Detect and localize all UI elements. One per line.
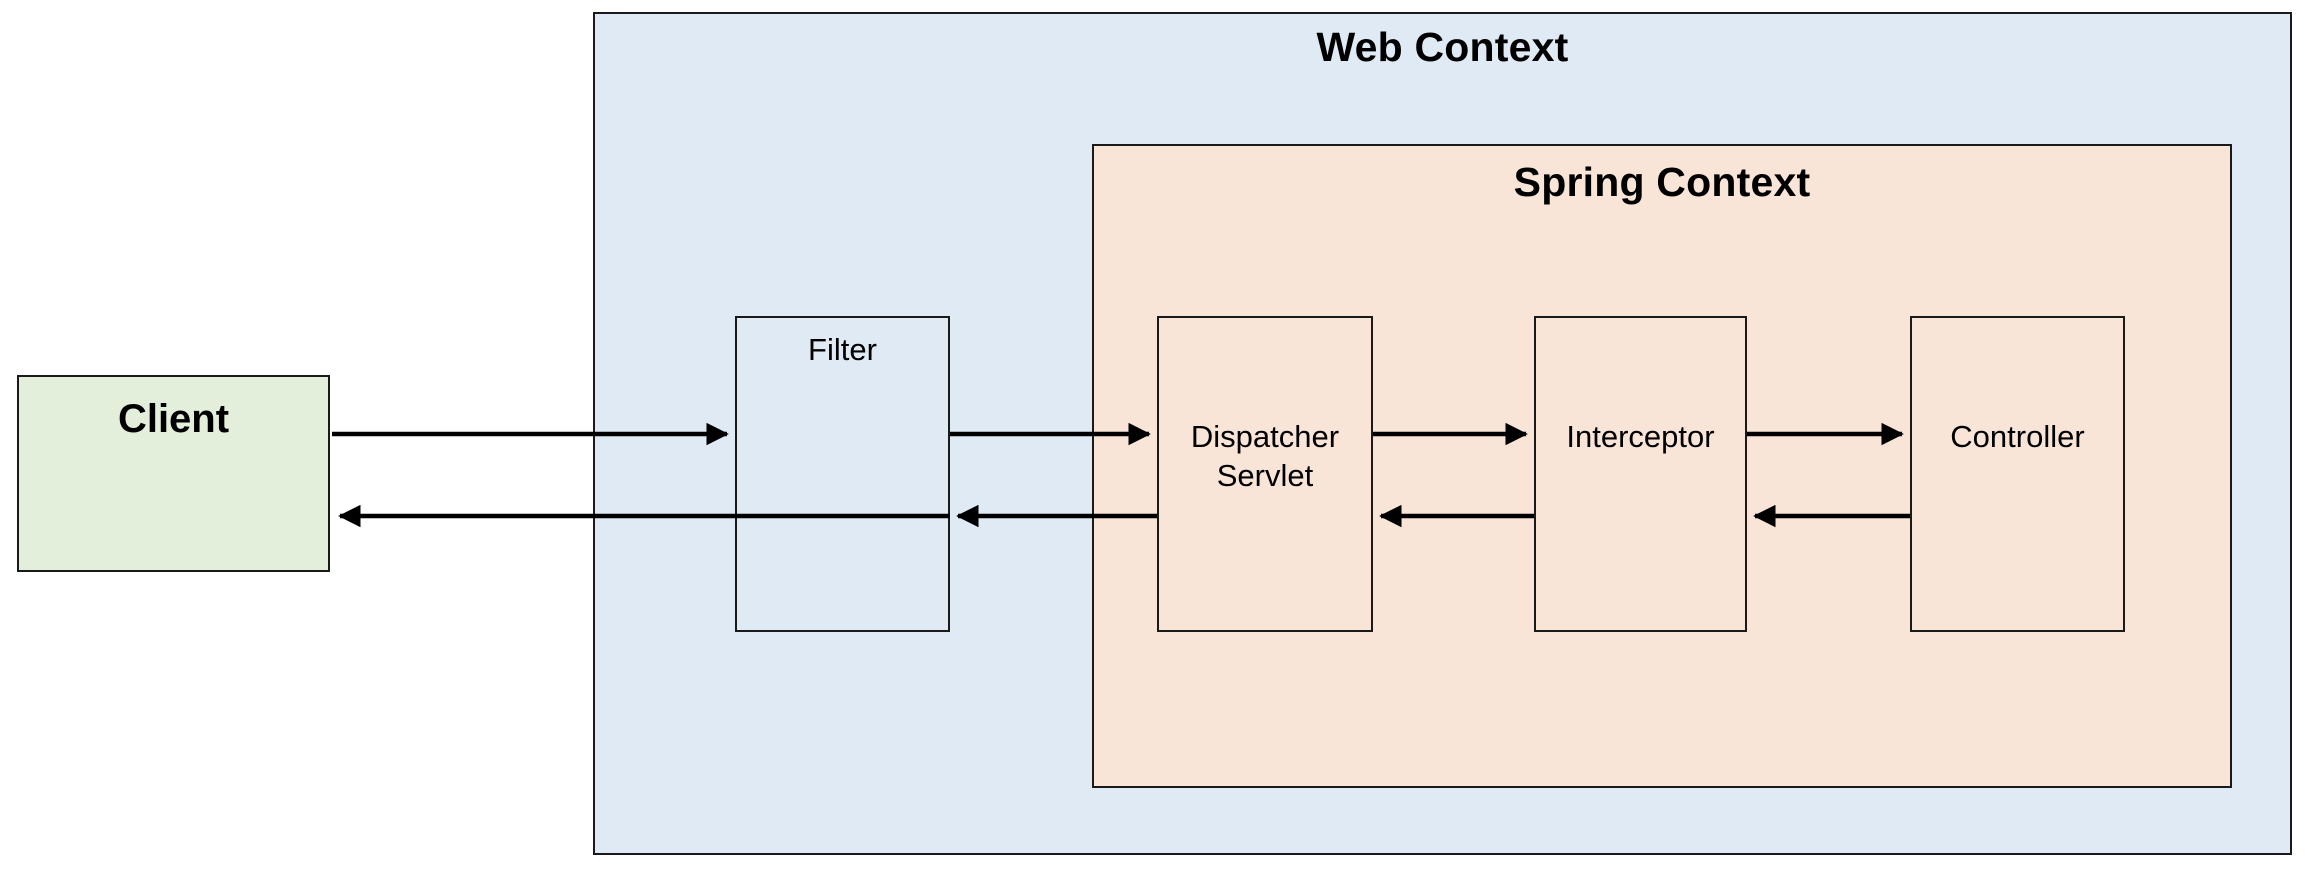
node-interceptor-label: Interceptor [1566,419,1715,454]
node-client-label: Client [117,397,230,441]
web-context-title: Web Context [1316,24,1569,70]
node-controller: Controller [1910,316,2125,632]
spring-context-title: Spring Context [1513,159,1811,205]
node-dispatcher-servlet-label: Dispatcher Servlet [1159,418,1371,496]
node-filter: Filter [735,316,950,632]
node-client: Client [17,375,330,572]
node-interceptor: Interceptor [1534,316,1747,632]
node-filter-label: Filter [808,332,877,367]
node-controller-label: Controller [1950,419,2085,454]
node-dispatcher-servlet: Dispatcher Servlet [1157,316,1373,632]
node-dispatcher-servlet-label-line1: Dispatcher [1190,419,1340,454]
node-dispatcher-servlet-label-line2: Servlet [1216,457,1314,493]
